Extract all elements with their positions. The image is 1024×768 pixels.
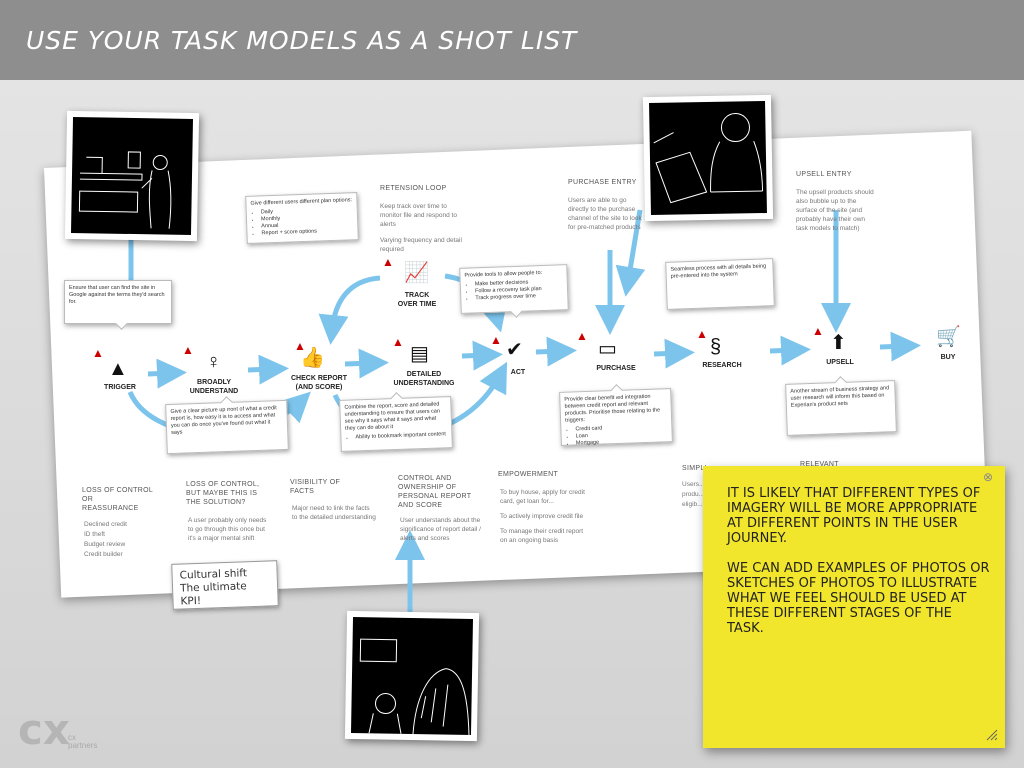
column-heading: CONTROL AND OWNERSHIP OF PERSONAL REPORT… [398,475,472,509]
warning-marker-icon: ▲ [294,339,306,353]
column-line: To actively improve credit file [500,513,584,520]
chart-icon: 📈 [404,262,429,284]
column-line: Credit builder [84,551,123,558]
column-heading: VISIBILITY OF FACTS [290,479,341,495]
photo-pointer-arrow [615,209,646,297]
up-arrow-icon: ⬆ [830,332,847,354]
title-bar: USE YOUR TASK MODELS AS A SHOT LIST [0,0,1024,80]
warning-icon: ▲ [108,358,128,380]
stage-label-check-report: CHECK REPORT (AND SCORE) [290,375,347,391]
checkmark-icon: ✔ [506,339,523,361]
flow-arrow [653,338,695,369]
sticky-note: ⊗ IT IS LIKELY THAT DIFFERENT TYPES OF I… [703,466,1005,748]
column-line: User understands about the significance … [400,517,481,542]
note-clear-picture: Give a clear picture up front of what a … [165,396,289,455]
retension-loop-text-2: Varying frequency and detail required [380,237,462,253]
column-heading: SIMPLI... [682,465,714,472]
note-integration: Provide clear benefit led integration be… [559,384,673,446]
warning-marker-icon: ▲ [812,324,824,338]
stage-label-purchase: PURCHASE [596,365,636,372]
column-heading: EMPOWERMENT [498,471,559,478]
photo-laptop-scene [642,94,774,222]
loop-arrow [318,275,381,345]
cx-partners-logo: cx [18,706,70,754]
note-business-stream: Another stream of business strategy and … [785,376,897,436]
document-icon: ▤ [410,343,429,365]
retension-loop-heading: RETENSION LOOP [380,185,447,192]
column-heading: LOSS OF CONTROL OR REASSURANCE [82,487,154,512]
close-icon[interactable]: ⊗ [982,470,993,484]
flow-arrow [247,354,289,385]
sticky-note-text: IT IS LIKELY THAT DIFFERENT TYPES OF IMA… [727,486,990,636]
photo-person-scene [344,610,480,742]
retension-loop-text: Keep track over time to monitor file and… [380,203,457,228]
column-line: A user probably only needs to go through… [188,517,267,542]
note-list-item: Ability to bookmark important content [355,431,447,441]
flow-arrow [147,358,187,389]
warning-marker-icon: ▲ [182,343,194,357]
note-combine-report: Combine the report, score and detailed u… [339,392,453,452]
column-line: Budget review [84,541,126,548]
column-line: eligib... [682,501,703,508]
column-heading-relevant: RELEVANT [800,461,839,468]
note-find-in-google: Ensure that user can find the site in Go… [64,280,172,330]
lightbulb-icon: ♀ [206,351,221,373]
stage-label-broadly-understand: BROADLY UNDERSTAND [189,379,239,395]
photo-sketch [70,116,194,236]
stage-label-buy: BUY [940,354,956,361]
stage-label-research: RESEARCH [702,362,742,369]
note-tools: Provide tools to allow people to: Make b… [459,264,569,318]
upsell-entry-heading: UPSELL ENTRY [796,171,852,178]
purchase-entry-heading: PURCHASE ENTRY [568,179,637,186]
warning-marker-icon: ▲ [392,335,404,349]
column-lines: Declined credit ID theft Budget review C… [84,520,164,560]
column-heading: LOSS OF CONTROL, BUT MAYBE THIS IS THE S… [186,481,260,506]
photo-sketch [350,616,474,736]
column-line: produ... [682,491,705,498]
column-lines: Users... produ... eligib... [682,480,712,510]
warning-marker-icon: ▲ [92,346,104,360]
column-line: To buy house, apply for credit card, get… [500,489,585,505]
stage-label-trigger: TRIGGER [104,384,136,391]
stage-label-detailed-understanding: DETAILED UNDERSTANDING [393,371,455,387]
credit-card-icon: ▭ [598,338,617,360]
column-line: Major need to link the facts to the deta… [292,505,376,521]
upsell-entry-text: The upsell products should also bubble u… [796,189,874,232]
research-icon: § [710,336,722,358]
svg-text:cx: cx [18,706,70,754]
flow-arrow [344,348,389,379]
purchase-entry-text: Users are able to go directly to the pur… [568,197,642,231]
stage-label-track: TRACK OVER TIME [397,292,437,308]
column-lines: To buy house, apply for credit card, get… [500,488,592,546]
stage-label-upsell: UPSELL [826,359,854,366]
cart-icon: 🛒 [936,326,961,348]
stage-label-act: ACT [510,369,526,376]
warning-marker-icon: ▲ [490,333,502,347]
photo-counter-scene [64,110,200,242]
column-line: ID theft [84,531,105,538]
warning-marker-icon: ▲ [696,327,708,341]
flow-arrow [769,335,811,366]
warning-marker-icon: ▲ [382,255,394,269]
logo-text: cx partners [68,733,98,750]
cultural-shift-note: Cultural shift The ultimate KPI! [171,560,279,610]
note-plan-options: Give different users different plan opti… [245,192,359,244]
resize-handle-icon[interactable] [985,728,999,742]
photo-sketch [649,100,767,216]
column-line: To manage their credit report on an ongo… [500,528,584,544]
warning-marker-icon: ▲ [576,329,588,343]
flow-arrow [461,340,503,371]
thumbs-icon: 👍 [300,347,325,369]
column-line: Declined credit [84,521,127,528]
note-seamless-process: Seamless process with all details being … [665,258,775,310]
flow-arrow [879,331,921,362]
slide-title: USE YOUR TASK MODELS AS A SHOT LIST [26,26,578,55]
flow-arrow [535,336,577,367]
column-line: Users... [682,481,705,488]
